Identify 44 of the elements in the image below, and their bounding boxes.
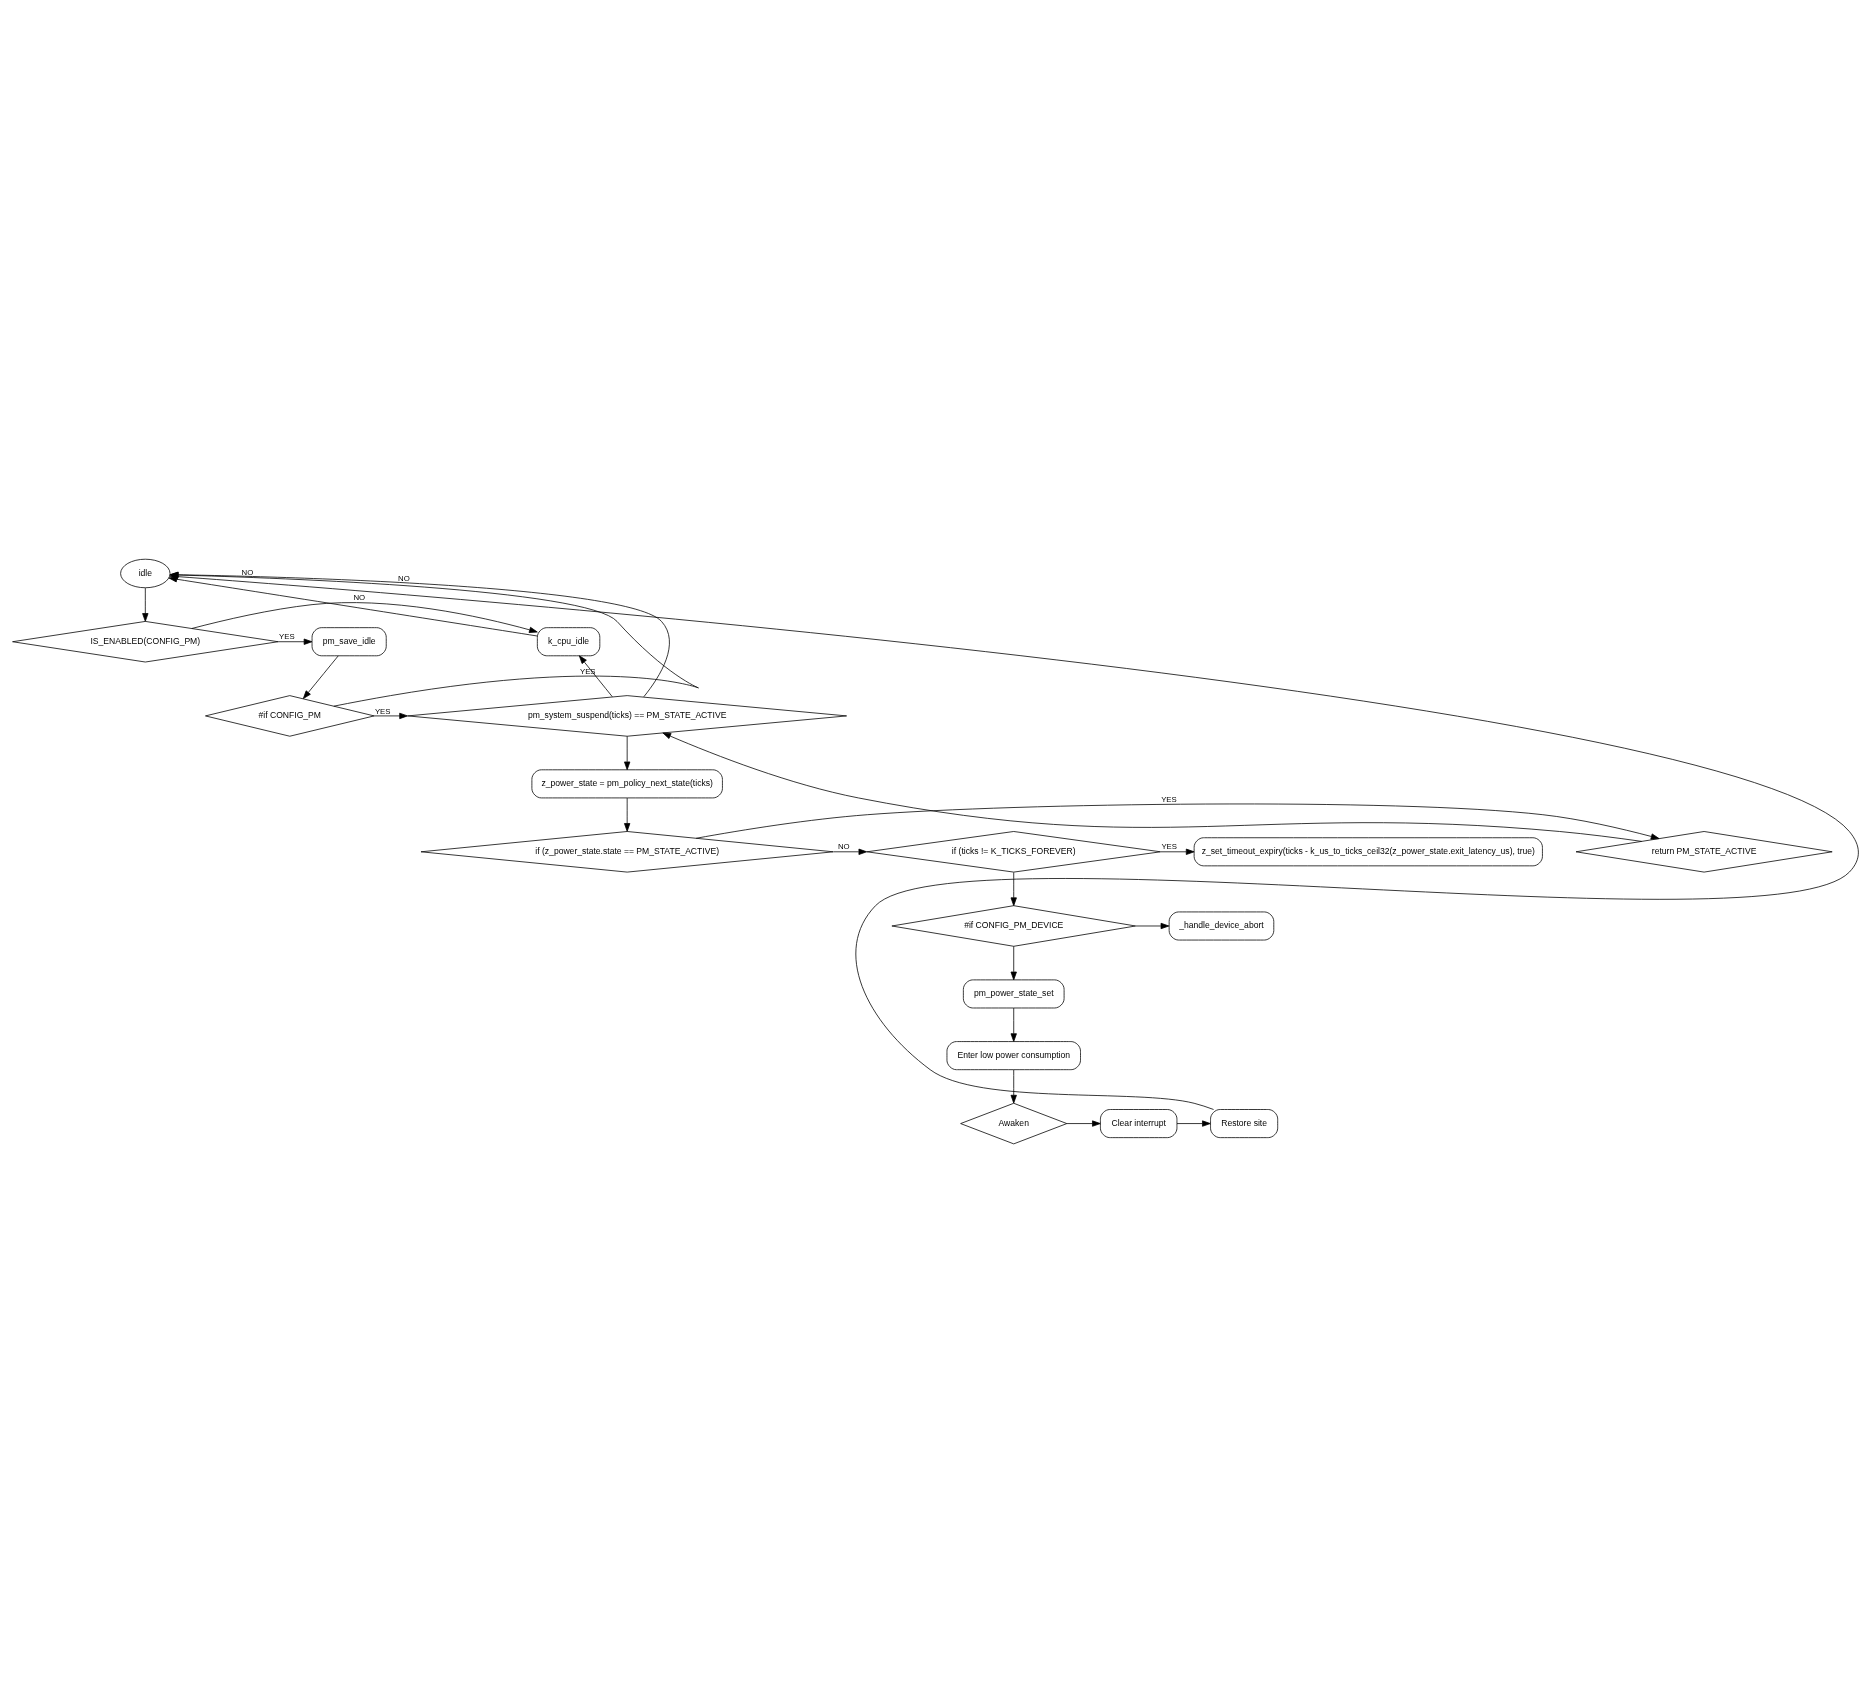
arrow bbox=[191, 601, 538, 633]
arrow bbox=[1010, 1007, 1017, 1042]
node-diamond: if (z_power_state.state == PM_STATE_ACTIVE) bbox=[420, 830, 834, 872]
arrow bbox=[624, 797, 631, 832]
node-diamond: if (ticks != K_TICKS_FOREVER) bbox=[866, 830, 1161, 872]
node-box: Enter low power consumption bbox=[946, 1040, 1081, 1070]
node-diamond: Awaken bbox=[960, 1102, 1068, 1144]
edge-label: NO bbox=[241, 567, 254, 577]
arrow bbox=[373, 712, 408, 719]
arrow bbox=[1160, 848, 1195, 855]
node-box: Clear interrupt bbox=[1100, 1108, 1178, 1138]
edge-label: YES bbox=[579, 666, 596, 676]
node-box: Restore site bbox=[1210, 1108, 1279, 1138]
arrow bbox=[277, 638, 313, 645]
node-diamond: IS_ENABLED(CONFIG_PM) bbox=[12, 620, 279, 662]
arrow bbox=[662, 732, 1643, 842]
node-box: pm_power_state_set bbox=[962, 979, 1065, 1008]
node-box: z_set_timeout_expiry(ticks - k_us_to_ticks_ceil32(z_power_state.exit_latency_us), true) bbox=[1193, 836, 1543, 866]
edge-label: NO bbox=[838, 841, 850, 851]
arrow bbox=[142, 587, 149, 622]
arrow bbox=[833, 848, 868, 855]
node-diamond: #if CONFIG_PM bbox=[205, 694, 375, 737]
arrow bbox=[624, 735, 631, 770]
arrow bbox=[1176, 1119, 1211, 1127]
edge-label: YES bbox=[1161, 794, 1177, 804]
arrow bbox=[578, 654, 613, 697]
arrow bbox=[1135, 922, 1170, 929]
arrow bbox=[1010, 1068, 1017, 1103]
arrow bbox=[695, 803, 1660, 840]
node-ellipse: idle bbox=[120, 558, 171, 588]
edge-label: NO bbox=[398, 573, 410, 583]
edge-label: NO bbox=[353, 592, 366, 602]
node-box: z_power_state = pm_policy_next_state(ticks) bbox=[531, 768, 723, 798]
edge-label: YES bbox=[374, 706, 391, 716]
arrow bbox=[1010, 945, 1017, 980]
node-diamond: #if CONFIG_PM_DEVICE bbox=[891, 904, 1136, 947]
node-box: _handle_device_abort bbox=[1168, 911, 1275, 940]
node-box: k_cpu_idle bbox=[536, 626, 601, 656]
arrow bbox=[302, 654, 339, 699]
edge-label: YES bbox=[1161, 841, 1178, 851]
node-box: pm_save_idle bbox=[311, 626, 387, 656]
arrow bbox=[1066, 1119, 1101, 1127]
arrow bbox=[1010, 871, 1017, 906]
edge-label: YES bbox=[279, 631, 295, 641]
